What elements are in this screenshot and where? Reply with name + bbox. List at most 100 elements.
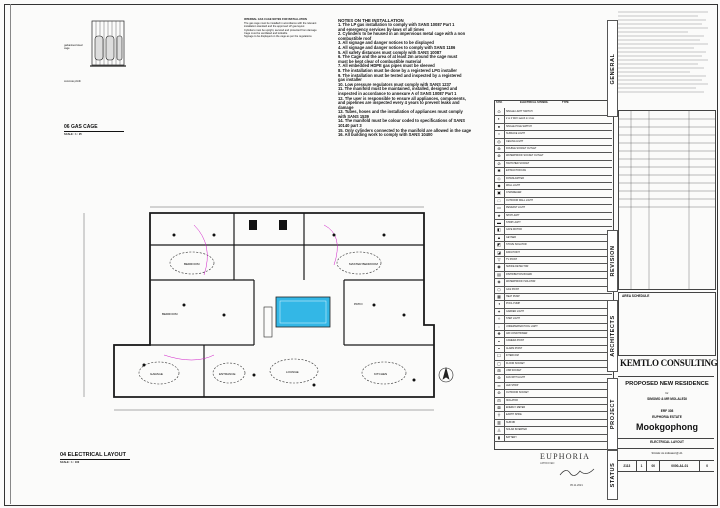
- room-label: BEDROOM: [184, 262, 200, 266]
- legend-row: ⊗WATERPROOF SOCKET OUTLET: [494, 152, 612, 161]
- north-arrow-icon: [438, 366, 454, 383]
- legend-row: ◒CAMERA POINT: [494, 337, 612, 346]
- legend-symbol-icon: ◓: [494, 344, 505, 353]
- installation-note-line: 7. All embedded HDPE gas pipes must be s…: [338, 63, 435, 69]
- installation-note-line: 4. All signage and danger notices to com…: [338, 44, 456, 50]
- legend-row: ▥SUB DB: [494, 418, 612, 428]
- legend-symbol-icon: ✧: [494, 315, 505, 323]
- room-label: KITCHEN: [374, 372, 387, 376]
- legend-description: EARTH SPIKE: [506, 413, 522, 417]
- legend-description: GEYSER: [506, 235, 516, 239]
- legend-description: UNDERWATER POOL LIGHT: [506, 324, 538, 328]
- legend-row: ▲GEYSER: [494, 233, 612, 243]
- drawing-number-row: 2113 1 00 0000-A1-01 0: [618, 460, 714, 472]
- legend-symbol-icon: ◎: [494, 137, 505, 145]
- plan-scale: SCALE : 1 : 100: [60, 461, 80, 464]
- legend-row: ◉SMOKE DETECTOR: [494, 263, 612, 272]
- legend-row: ▣CHANDELIER: [494, 189, 612, 198]
- gas-cage-title: 06 GAS CAGE: [64, 124, 98, 130]
- installation-note-line: 3. All signage and danger notices to be …: [338, 40, 434, 46]
- legend-row: ⊘SWITCHED SOCKET: [494, 159, 612, 169]
- installation-note-line: 2. Cylinders to be housed in an impervio…: [338, 31, 466, 37]
- legend-symbol-icon: ▬: [494, 219, 505, 227]
- legend-symbol-icon: ✦: [494, 307, 505, 316]
- legend-description: ENERGY METER: [506, 406, 526, 409]
- legend-row: ○SURFACE LIGHT: [494, 130, 612, 139]
- company-name: KEMTLO CONSULTING: [620, 358, 718, 368]
- installation-note-line: 6. The Cage and the area of at least 2m …: [338, 54, 458, 60]
- legend-description: DISTRIBUTION BOARD: [506, 272, 533, 276]
- drawing-title: ELECTRICAL LAYOUT: [650, 440, 684, 444]
- project-for: for: [665, 392, 669, 395]
- area-schedule-title: AREA SCHEDULE: [622, 294, 650, 298]
- side-tab-status: STATUS: [607, 450, 618, 500]
- approval-sub: APPROVED: [540, 462, 555, 465]
- legend-row: ▽TV POINT: [494, 256, 612, 265]
- legend-row: ⊛FAN WITH LIGHT: [494, 374, 612, 383]
- legend-symbol-icon: ☐: [494, 352, 505, 360]
- drawing-scale: SCALE: As indicated @ A1: [651, 452, 683, 455]
- installation-note-line: 10140 part 3: [338, 123, 362, 129]
- installation-note-line: 8. The installation must be done by a re…: [338, 67, 457, 73]
- installation-note-line: and emergency services by-laws of all ti…: [338, 26, 425, 32]
- legend-row: ▮BATTERY: [494, 433, 612, 442]
- gas-cage-title-rule: [64, 131, 124, 132]
- gas-cage-label-1: galvanised steel cage: [64, 44, 83, 51]
- drawing-number-part: 00: [647, 461, 661, 471]
- legend-row: ▦HEAT PUMP: [494, 293, 612, 302]
- legend-description: FLOOR SOCKET: [506, 361, 525, 365]
- legend-row: ⊙SINGLE LIGHT SWITCH: [494, 108, 612, 117]
- approval-stamp: EUPHORIA APPROVED 05.11.2021: [540, 452, 604, 500]
- legend-description: DOUBLE SOCKET OUTLET: [506, 147, 537, 150]
- gas-cage-notes: INTERNAL GAS CAGE NOTES FOR INSTALLATION…: [244, 18, 330, 38]
- installation-note-line: and pipelines are inspected every 4 year…: [338, 100, 460, 106]
- legend-header-desc: ELECTRICAL SYMBOL: [520, 101, 549, 104]
- legend-row: ❖AIR CONDITIONER: [494, 330, 612, 339]
- legend-row: ◎CEILING LIGHT: [494, 137, 612, 146]
- gas-cage-note: Cylinders must be upright, secured and p…: [244, 28, 317, 32]
- legend-row: ✦GARDEN LIGHT: [494, 307, 612, 317]
- legend-description: SPOTLIGHT: [506, 213, 520, 217]
- legend-row: ◩STOVE ISOLATOR: [494, 241, 612, 250]
- legend-row: ⊟ISOLATOR: [494, 396, 612, 405]
- legend-symbol-icon: ⊕: [494, 145, 505, 153]
- legend-description: STOVE ISOLATOR: [506, 243, 527, 247]
- legend-description: PENDANT LIGHT: [506, 206, 526, 210]
- legend-description: GARDEN LIGHT: [506, 309, 524, 313]
- legend-description: STEP LIGHT: [506, 317, 520, 321]
- legend-header-type: TYPE: [562, 101, 569, 104]
- legend-symbol-icon: ▤: [494, 270, 505, 279]
- side-tab-general: GENERAL: [607, 20, 618, 117]
- legend-symbol-icon: ⬡: [494, 285, 505, 293]
- legend-symbol-icon: ◉: [494, 263, 505, 271]
- legend-symbol-icon: ⊗: [494, 152, 505, 160]
- gas-cage-scale: SCALE : 1 : 25: [64, 133, 82, 136]
- legend-symbol-icon: ◇: [494, 174, 505, 182]
- legend-description: AIR CONDITIONER: [506, 332, 528, 335]
- left-margin-strip: [4, 4, 11, 504]
- general-notes-lines: [618, 11, 708, 93]
- gas-cage-note: Cage must be ventilated and lockable: [244, 31, 288, 35]
- legend-description: WATERPROOF ISOLATOR: [506, 280, 536, 284]
- legend-description: FAN WITH LIGHT: [506, 376, 526, 380]
- title-block-rule: [618, 438, 714, 439]
- legend-symbol-icon: ◬: [494, 426, 505, 434]
- room-label: LOUNGE: [286, 370, 299, 374]
- legend-symbol-icon: ✱: [494, 167, 505, 175]
- legend-description: SINGLE POLE SWITCH: [506, 124, 532, 128]
- legend-description: SOLAR INVERTER: [506, 428, 527, 432]
- legend-description: EXTRACTOR FAN: [506, 169, 527, 173]
- legend-row: ⏚EARTH SPIKE: [494, 411, 612, 420]
- client-name: SIMOMO & MR MOLALEDI: [647, 397, 687, 401]
- legend-row: ◪DATA POINT: [494, 248, 612, 257]
- legend-row: ⊕DOUBLE SOCKET OUTLET: [494, 145, 612, 154]
- installation-note-line: 9. The installation must be tested and i…: [338, 72, 462, 78]
- side-tab-revision: REVISION: [607, 230, 618, 292]
- legend-row: ▭PENDANT LIGHT: [494, 204, 612, 213]
- legend-description: ISOLATOR: [506, 398, 518, 402]
- drawing-number-part: 1: [637, 461, 648, 471]
- pool-shape: [275, 296, 331, 328]
- legend-symbol-icon: ▭: [494, 204, 505, 212]
- side-tab-label: ARCHITECTS: [609, 315, 616, 357]
- legend-row: ◐2 or 4 WAY switch in 1 box: [494, 115, 612, 124]
